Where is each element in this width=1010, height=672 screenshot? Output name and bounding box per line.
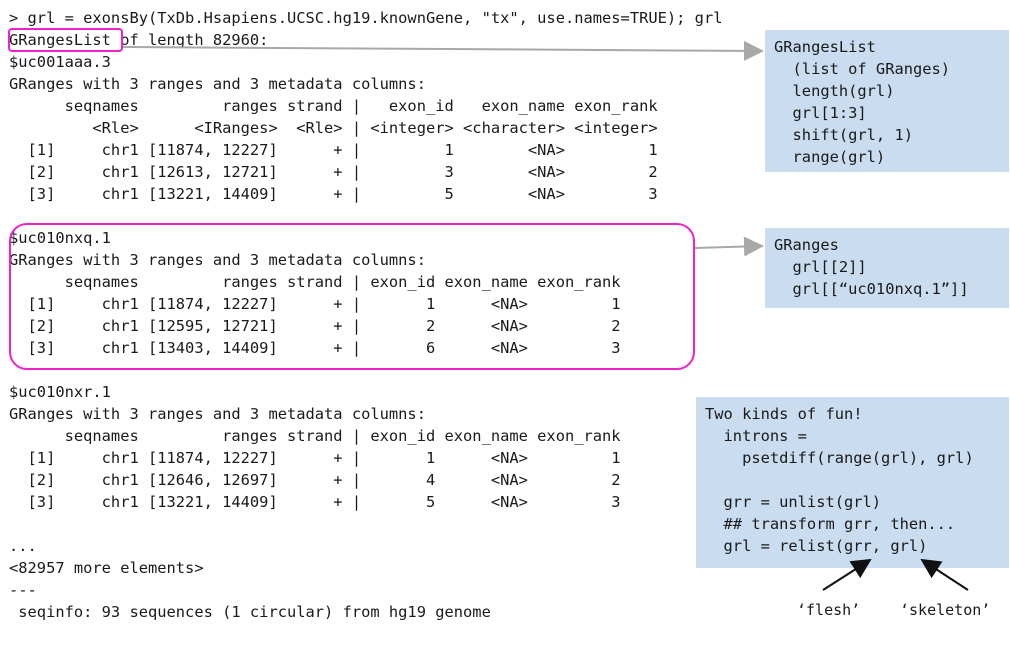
- flesh-arrow: [822, 558, 872, 591]
- arrow-to-grangeslist-note: [122, 40, 764, 61]
- console-line: seqnames ranges strand | exon_id exon_na…: [9, 273, 621, 291]
- console-line: $uc001aaa.3: [9, 53, 111, 71]
- console-line: [3] chr1 [13403, 14409] + | 6 <NA> 3: [9, 339, 621, 357]
- granges-note: GRanges grl[[2]] grl[[“uc010nxq.1”]]: [765, 228, 1009, 308]
- arrow-to-granges-note: [694, 236, 764, 257]
- console-line: seqinfo: 93 sequences (1 circular) from …: [9, 603, 491, 621]
- granges-note-line: grl[[“uc010nxq.1”]]: [774, 280, 969, 298]
- console-line: ...: [9, 537, 37, 555]
- console-line: GRanges with 3 ranges and 3 metadata col…: [9, 251, 426, 269]
- console-line: [2] chr1 [12595, 12721] + | 2 <NA> 2: [9, 317, 621, 335]
- granges-note-line: grl[[2]]: [774, 258, 867, 276]
- console-line: $uc010nxq.1: [9, 229, 111, 247]
- console-line: $uc010nxr.1: [9, 383, 111, 401]
- grangeslist-note-line: range(grl): [774, 148, 886, 166]
- granges-element-highlight: [9, 223, 695, 370]
- grangeslist-note-line: shift(grl, 1): [774, 126, 913, 144]
- console-line: GRanges with 3 ranges and 3 metadata col…: [9, 405, 426, 423]
- console-line: <82957 more elements>: [9, 559, 204, 577]
- fun-note-line: introns =: [705, 427, 807, 445]
- r-console-output: > grl = exonsBy(TxDb.Hsapiens.UCSC.hg19.…: [9, 7, 722, 623]
- console-line: [2] chr1 [12613, 12721] + | 3 <NA> 2: [9, 163, 658, 181]
- fun-note-line: psetdiff(range(grl), grl): [705, 449, 974, 467]
- console-line: GRanges with 3 ranges and 3 metadata col…: [9, 75, 426, 93]
- flesh-caption: ‘flesh’: [797, 601, 861, 619]
- console-line: <Rle> <IRanges> <Rle> | <integer> <chara…: [9, 119, 658, 137]
- grangeslist-note-line: (list of GRanges): [774, 60, 951, 78]
- console-line: > grl = exonsBy(TxDb.Hsapiens.UCSC.hg19.…: [9, 9, 723, 27]
- grangeslist-note-line: GRangesList: [774, 38, 876, 56]
- console-line: [3] chr1 [13221, 14409] + | 5 <NA> 3: [9, 493, 621, 511]
- two-kinds-of-fun-note: Two kinds of fun! introns = psetdiff(ran…: [696, 397, 1009, 568]
- grangeslist-note: GRangesList (list of GRanges) length(grl…: [765, 30, 1009, 172]
- fun-note-line: grl = relist(grr, grl): [705, 537, 928, 555]
- console-line: seqnames ranges strand | exon_id exon_na…: [9, 427, 621, 445]
- console-line: ---: [9, 581, 37, 599]
- console-line: [1] chr1 [11874, 12227] + | 1 <NA> 1: [9, 141, 658, 159]
- skeleton-arrow: [920, 558, 969, 591]
- console-line: GRangesList of length 82960:: [9, 31, 269, 49]
- console-line: seqnames ranges strand | exon_id exon_na…: [9, 97, 658, 115]
- console-line: [3] chr1 [13221, 14409] + | 5 <NA> 3: [9, 185, 658, 203]
- granges-note-line: GRanges: [774, 236, 839, 254]
- skeleton-caption: ‘skeleton’: [900, 601, 991, 619]
- console-line: [1] chr1 [11874, 12227] + | 1 <NA> 1: [9, 449, 621, 467]
- fun-note-line: grr = unlist(grl): [705, 493, 882, 511]
- fun-note-line: Two kinds of fun!: [705, 405, 863, 423]
- fun-note-line: ## transform grr, then...: [705, 515, 956, 533]
- console-line: [1] chr1 [11874, 12227] + | 1 <NA> 1: [9, 295, 621, 313]
- grangeslist-note-line: grl[1:3]: [774, 104, 867, 122]
- console-line: [2] chr1 [12646, 12697] + | 4 <NA> 2: [9, 471, 621, 489]
- grangeslist-note-line: length(grl): [774, 82, 895, 100]
- grangeslist-highlight: [8, 28, 123, 52]
